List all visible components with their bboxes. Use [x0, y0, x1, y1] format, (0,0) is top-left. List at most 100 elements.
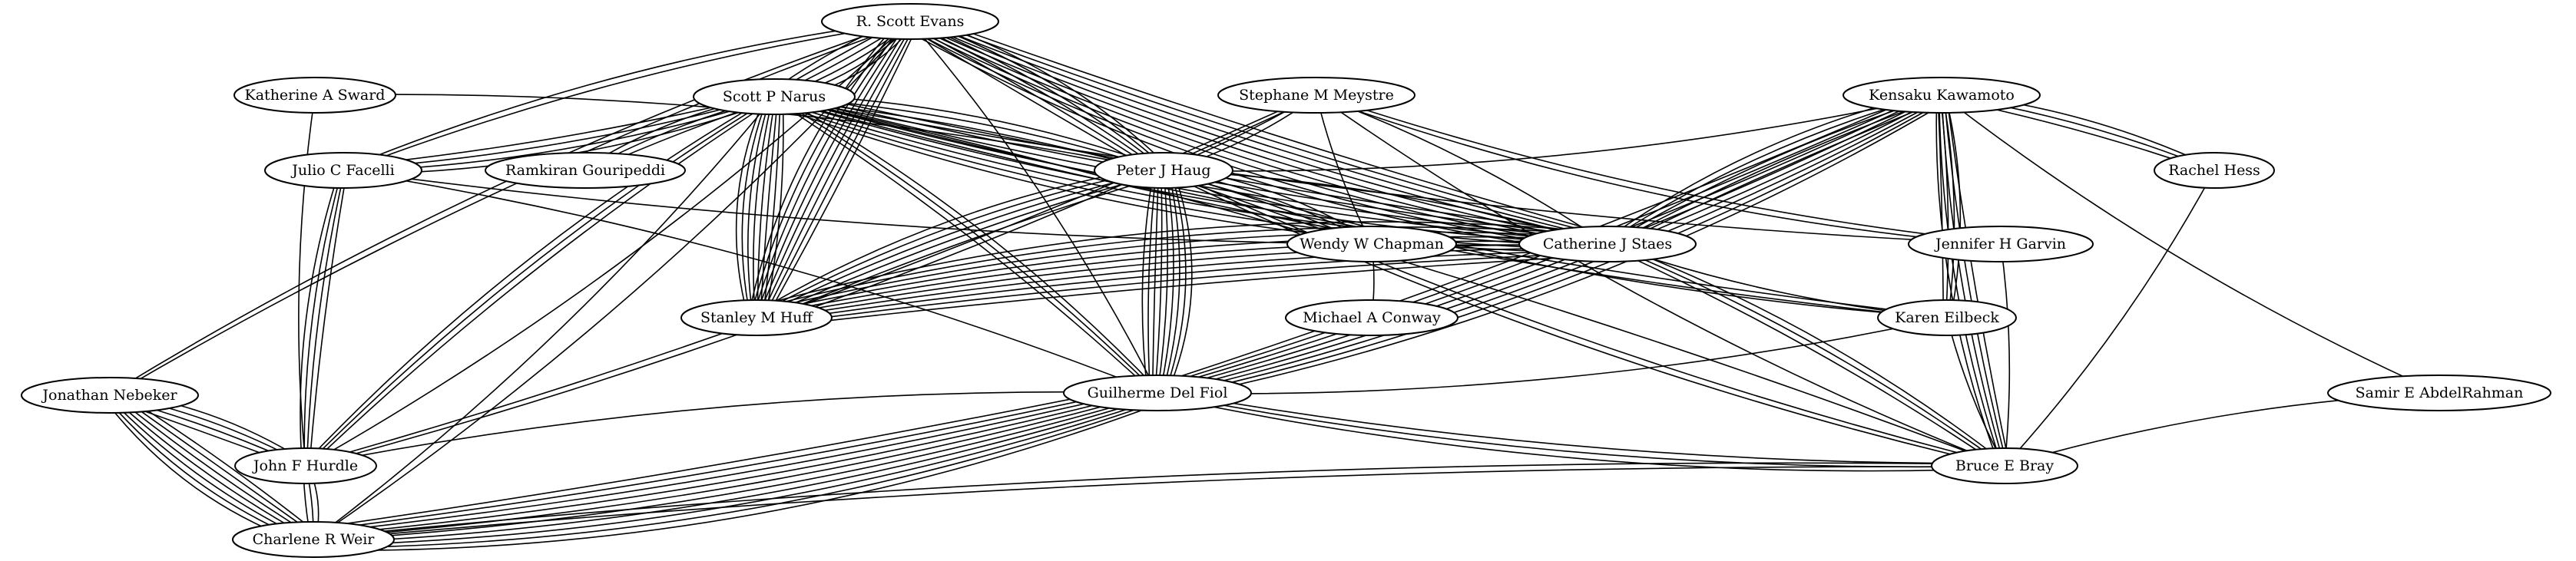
node-huff[interactable]: Stanley M Huff [680, 299, 833, 336]
node-ellipse [1877, 299, 2017, 336]
edge-haug-huff [755, 167, 1164, 316]
edge-staes-huff [756, 231, 1608, 312]
edge-evans-staes [911, 16, 1610, 240]
edge-delfiol-weir [312, 384, 1157, 532]
node-ellipse [1518, 226, 1697, 262]
node-label: Jennifer H Garvin [1934, 236, 2066, 252]
node-abdelrahman[interactable]: Samir E AbdelRahman [2327, 375, 2551, 411]
edge-narus-delfiol [775, 94, 1160, 392]
edge-kawamoto-delfiol [1158, 97, 1944, 398]
edge-delfiol-weir [312, 386, 1157, 534]
node-sward[interactable]: Katherine A Sward [233, 77, 396, 114]
edge-narus-staes [774, 94, 1608, 244]
edge-staes-huff [755, 226, 1608, 310]
node-hurdle[interactable]: John F Hurdle [234, 447, 377, 484]
edge-staes-huff [757, 254, 1609, 330]
node-ellipse [232, 521, 395, 558]
edge-staes-huff [757, 252, 1609, 327]
node-haug[interactable]: Peter J Haug [1094, 152, 1233, 189]
node-evans[interactable]: R. Scott Evans [821, 3, 999, 40]
edge-delfiol-weir [314, 398, 1159, 546]
node-label: Karen Eilbeck [1895, 309, 1999, 326]
node-weir[interactable]: Charlene R Weir [232, 521, 395, 558]
edge-evans-staes [908, 25, 1607, 249]
edge-evans-staes [909, 23, 1608, 247]
node-garvin[interactable]: Jennifer H Garvin [1908, 226, 2094, 262]
edge-kawamoto-haug [1163, 94, 1942, 172]
edge-facelli-delfiol [343, 170, 1158, 394]
edge-narus-huff [753, 96, 774, 318]
node-label: Katherine A Sward [245, 87, 386, 104]
node-ellipse [264, 152, 422, 189]
edge-evans-staes [906, 30, 1605, 254]
edge-facelli-hurdle [306, 170, 346, 467]
edge-narus-staes [773, 97, 1608, 246]
edge-kawamoto-staes [1609, 99, 1944, 249]
node-ellipse [1217, 77, 1415, 114]
edge-narus-hurdle [303, 94, 773, 465]
edge-eilbeck-delfiol [1157, 317, 1948, 394]
edge-delfiol-weir [314, 401, 1160, 549]
node-meystre[interactable]: Stephane M Meystre [1217, 77, 1415, 114]
node-delfiol[interactable]: Guilherme Del Fiol [1063, 375, 1252, 411]
node-label: Ramkiran Gouripeddi [505, 162, 665, 179]
edge-meystre-bray [1316, 94, 2005, 467]
node-facelli[interactable]: Julio C Facelli [264, 152, 422, 189]
edge-evans-haug [909, 21, 1164, 173]
edge-delfiol-weir [313, 395, 1159, 544]
node-hess[interactable]: Rachel Hess [2154, 152, 2275, 189]
node-gouripeddi[interactable]: Ramkiran Gouripeddi [485, 152, 686, 189]
edge-haug-huff [756, 170, 1164, 318]
graph-edges [104, 12, 2440, 552]
edge-narus-huff [735, 95, 767, 318]
edge-meystre-garvin [1316, 95, 2001, 246]
node-narus[interactable]: Scott P Narus [693, 78, 856, 115]
edge-sward-hurdle [298, 94, 316, 467]
edge-staes-bray [1606, 246, 2004, 469]
node-label: Michael A Conway [1303, 309, 1441, 326]
node-label: John F Hurdle [252, 457, 358, 474]
node-ellipse [1931, 447, 2078, 484]
node-conway[interactable]: Michael A Conway [1285, 299, 1459, 336]
node-label: Wendy W Chapman [1300, 236, 1444, 252]
edge-narus-delfiol [772, 97, 1157, 396]
edge-delfiol-weir [313, 388, 1157, 537]
node-ellipse [1063, 375, 1252, 411]
edge-bray-weir [313, 462, 2005, 540]
node-ellipse [21, 377, 199, 414]
node-eilbeck[interactable]: Karen Eilbeck [1877, 299, 2017, 336]
edge-delfiol-bray [1157, 390, 2005, 464]
node-staes[interactable]: Catherine J Staes [1518, 226, 1697, 262]
edge-evans-facelli [343, 21, 911, 173]
edge-staes-huff [755, 221, 1607, 308]
edge-haug-bray [1163, 170, 2005, 468]
node-label: Stephane M Meystre [1239, 87, 1394, 104]
node-ellipse [693, 78, 856, 115]
edge-narus-huff [762, 97, 781, 318]
edge-narus-weir [313, 96, 775, 540]
node-label: Guilherme Del Fiol [1088, 384, 1228, 401]
edge-evans-huff [761, 24, 916, 322]
node-label: Catherine J Staes [1543, 236, 1672, 252]
node-ellipse [680, 299, 833, 336]
node-label: Julio C Facelli [290, 162, 394, 179]
edge-narus-huff [747, 96, 771, 318]
edge-kawamoto-delfiol [1159, 100, 1945, 400]
node-label: Rachel Hess [2168, 162, 2260, 179]
edge-narus-hurdle [306, 97, 776, 469]
node-ellipse [234, 447, 377, 484]
edge-delfiol-bray [1157, 392, 2005, 468]
node-bray[interactable]: Bruce E Bray [1931, 447, 2078, 484]
edge-narus-huff [757, 96, 776, 318]
edge-evans-staes [912, 12, 1611, 236]
edge-kawamoto-eilbeck [1945, 94, 1962, 318]
edge-narus-delfiol [773, 96, 1158, 394]
node-chapman[interactable]: Wendy W Chapman [1286, 226, 1457, 262]
edge-staes-bray [1607, 243, 2005, 467]
node-label: Samir E AbdelRahman [2356, 384, 2524, 401]
node-kawamoto[interactable]: Kensaku Kawamoto [1843, 77, 2041, 114]
edge-facelli-hurdle [309, 170, 348, 467]
node-nebeker[interactable]: Jonathan Nebeker [21, 377, 199, 414]
edge-haug-delfiol [1157, 170, 1168, 394]
